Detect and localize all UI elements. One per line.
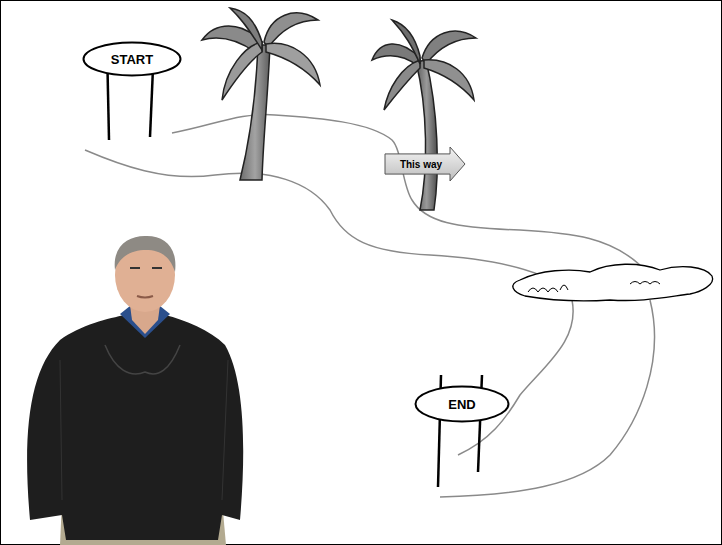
end-sign: END xyxy=(414,385,510,423)
sign-text: START xyxy=(111,52,153,67)
start-sign: START xyxy=(82,41,182,77)
man-photo xyxy=(27,236,243,545)
palm-tree xyxy=(372,20,476,210)
sign-text: END xyxy=(448,397,475,412)
palm-tree xyxy=(202,8,320,180)
direction-arrow: This way xyxy=(384,146,466,182)
start-posts xyxy=(107,45,154,140)
sign-text: This way xyxy=(400,159,442,170)
pond xyxy=(513,264,713,301)
